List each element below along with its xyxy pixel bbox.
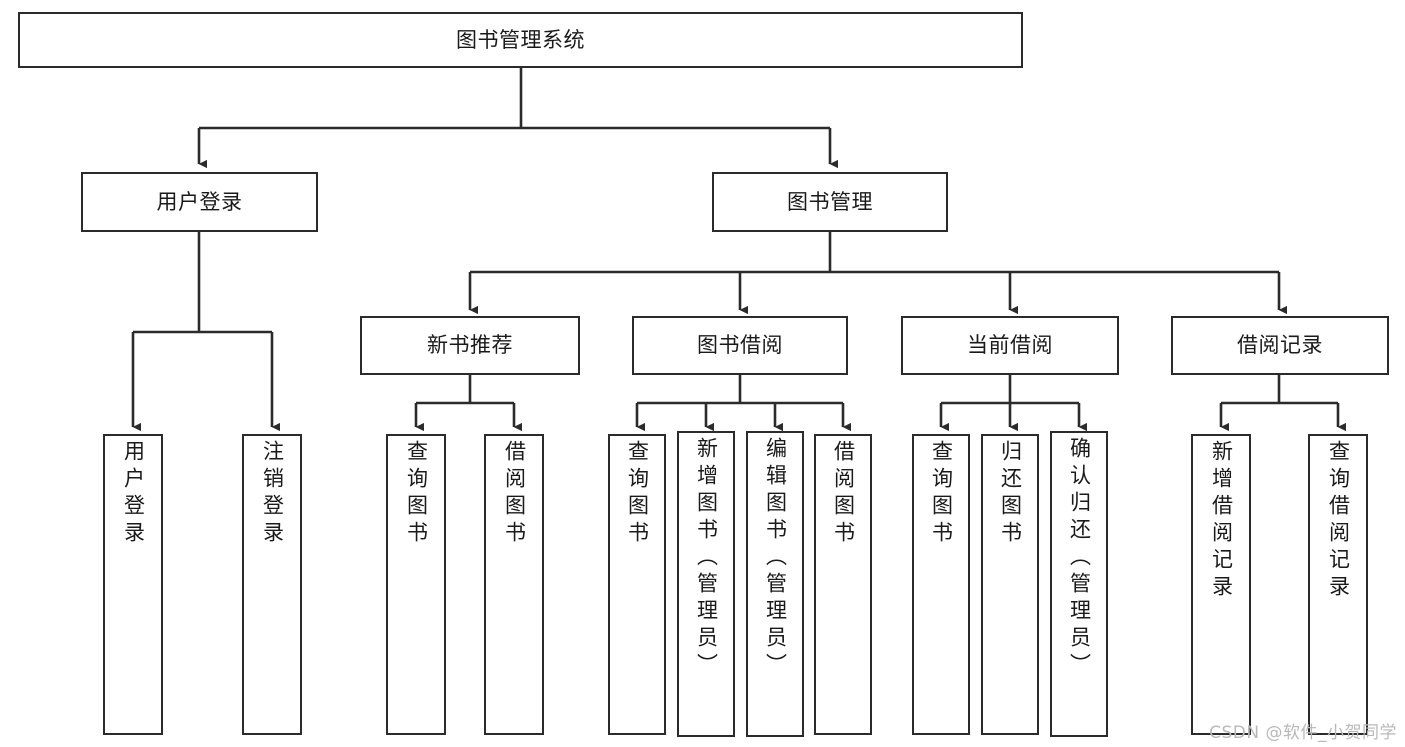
node-label: 图书借阅 (697, 333, 783, 358)
leaf-new-book-borrow[interactable]: 借阅图书 (484, 434, 544, 735)
leaf-borrow-borrow-book[interactable]: 借阅图书 (814, 434, 872, 735)
leaf-borrow-query-book[interactable]: 查询图书 (608, 434, 666, 735)
leaf-records-add-record[interactable]: 新增借阅记录 (1191, 434, 1251, 735)
node-current-borrow[interactable]: 当前借阅 (901, 316, 1119, 375)
node-label: 查询图书 (929, 440, 954, 548)
node-user-login[interactable]: 用户登录 (81, 172, 318, 232)
leaf-new-book-query[interactable]: 查询图书 (386, 434, 446, 735)
leaf-current-query-book[interactable]: 查询图书 (912, 434, 970, 735)
node-label: 归还图书 (998, 440, 1023, 548)
leaf-borrow-add-book-admin[interactable]: 新增图书（管理员） (677, 431, 735, 737)
node-label: 借阅图书 (502, 440, 527, 548)
node-label: 新书推荐 (427, 333, 513, 358)
node-borrow-records[interactable]: 借阅记录 (1171, 316, 1389, 375)
leaf-borrow-edit-book-admin[interactable]: 编辑图书（管理员） (746, 431, 804, 737)
node-label: 图书管理系统 (456, 27, 585, 52)
node-label: 编辑图书（管理员） (763, 437, 788, 680)
node-label: 新增借阅记录 (1209, 440, 1234, 602)
leaf-user-login-login[interactable]: 用户登录 (103, 434, 163, 735)
node-label: 查询图书 (625, 440, 650, 548)
leaf-current-confirm-return-admin[interactable]: 确认归还（管理员） (1050, 431, 1108, 737)
node-label: 借阅图书 (831, 440, 856, 548)
node-book-borrow[interactable]: 图书借阅 (632, 316, 848, 375)
leaf-user-login-logout[interactable]: 注销登录 (242, 434, 302, 735)
node-root-book-management-system[interactable]: 图书管理系统 (18, 12, 1023, 68)
node-label: 当前借阅 (967, 333, 1053, 358)
node-label: 新增图书（管理员） (694, 437, 719, 680)
node-new-book-recommend[interactable]: 新书推荐 (360, 316, 580, 375)
node-label: 查询借阅记录 (1326, 440, 1351, 602)
csdn-watermark: CSDN @软件_小贺同学 (1209, 723, 1397, 743)
node-label: 图书管理 (787, 189, 873, 214)
leaf-current-return-book[interactable]: 归还图书 (981, 434, 1039, 735)
node-label: 注销登录 (260, 440, 285, 548)
node-label: 用户登录 (121, 440, 146, 548)
leaf-records-query-record[interactable]: 查询借阅记录 (1308, 434, 1368, 735)
node-label: 确认归还（管理员） (1067, 437, 1092, 680)
node-label: 用户登录 (156, 189, 243, 214)
node-label: 查询图书 (404, 440, 429, 548)
node-label: 借阅记录 (1237, 333, 1323, 358)
node-book-management[interactable]: 图书管理 (712, 172, 948, 232)
